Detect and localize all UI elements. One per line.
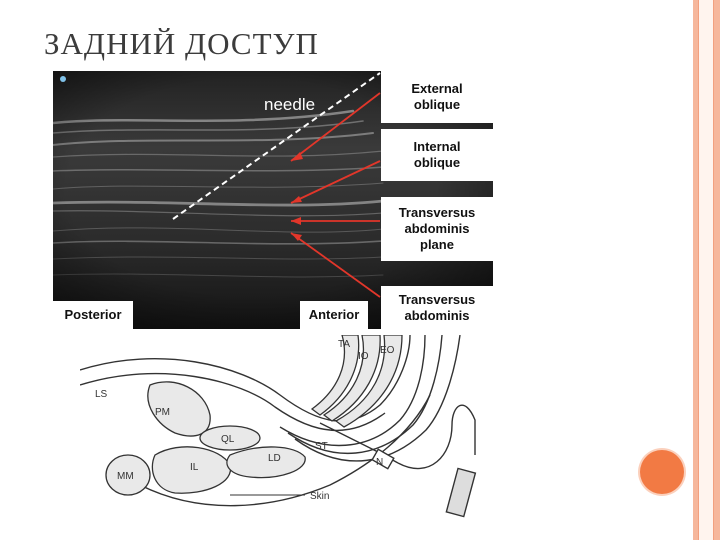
- ta-layer: [310, 335, 360, 416]
- ultrasound-image: needle Posterior Anterior External obliq…: [53, 71, 493, 329]
- label-il: IL: [190, 462, 199, 473]
- il-muscle: [151, 446, 232, 494]
- label-transversus-abdominis: Transversus abdominis: [381, 286, 493, 329]
- label-ls: LS: [95, 389, 108, 400]
- posterior-label: Posterior: [53, 301, 133, 329]
- label-io: IO: [358, 351, 369, 362]
- io-layer: [322, 335, 381, 422]
- label-skin: Skin: [310, 491, 329, 502]
- label-eo: EO: [380, 345, 395, 356]
- ld-muscle: [226, 446, 306, 479]
- nerve-stimulator-box: [371, 448, 395, 470]
- label-internal-oblique: Internal oblique: [381, 129, 493, 181]
- label-transversus-abdominis-plane: Transversus abdominis plane: [381, 197, 493, 261]
- label-pm: PM: [155, 407, 170, 418]
- arrow-internal-oblique: [290, 160, 381, 204]
- probe-marker-icon: [60, 76, 66, 82]
- decorative-side-bar-inner: [698, 0, 714, 540]
- ql-muscle: [199, 425, 261, 451]
- label-ta: TA: [338, 339, 350, 350]
- label-ld: LD: [268, 453, 281, 464]
- label-mm: MM: [117, 471, 134, 482]
- slide-title: ЗАДНИЙ ДОСТУП: [44, 26, 319, 61]
- arrow-transversus-abdominis: [290, 232, 381, 298]
- label-st: ST: [315, 441, 328, 452]
- needle-label: needle: [264, 95, 316, 114]
- eo-layer: [334, 335, 403, 428]
- anterior-label: Anterior: [300, 301, 368, 329]
- syringe: [445, 467, 477, 518]
- cross-section-schematic: LS PM QL LD ST MM IL TA IO EO N Skin: [80, 335, 477, 518]
- mm-muscle: [105, 454, 151, 496]
- outer-contour: [80, 335, 411, 422]
- label-ql: QL: [221, 434, 235, 445]
- decorative-circle: [640, 450, 684, 494]
- needle-path-line: [172, 72, 381, 220]
- label-n: N: [376, 457, 383, 468]
- label-external-oblique: External oblique: [381, 71, 493, 123]
- arrow-external-oblique: [290, 92, 381, 162]
